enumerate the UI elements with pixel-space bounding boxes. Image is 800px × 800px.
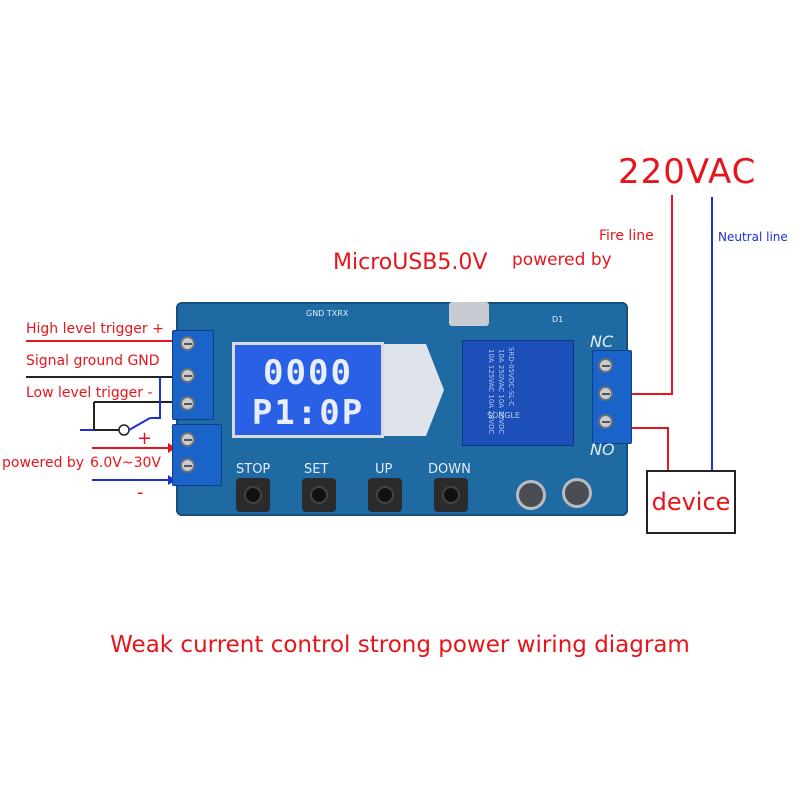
usb-power-label: MicroUSB5.0V <box>333 250 488 275</box>
device-label: device <box>651 488 731 516</box>
power-minus-sign: - <box>137 482 144 503</box>
relay: SRD-05VDC-SL-C 10A 250VAC 10A 30VDC 10A … <box>462 340 574 446</box>
capacitor <box>516 480 546 510</box>
stop-button[interactable] <box>236 478 270 512</box>
powered-by-label: powered by <box>2 455 85 471</box>
terminal-screw <box>598 358 613 373</box>
terminal-screw <box>598 414 613 429</box>
diagram-caption: Weak current control strong power wiring… <box>110 632 690 658</box>
terminal-screw <box>180 368 195 383</box>
usb-power-suffix: powered by <box>512 250 612 270</box>
neutral-line-label: Neutral line <box>718 230 788 244</box>
relay-model: SRD-05VDC-SL-C <box>507 347 515 407</box>
relay-brand: SONGLE <box>487 411 521 420</box>
signal-ground-label: Signal ground GND <box>26 353 160 369</box>
power-terminal-block <box>172 424 222 486</box>
capacitor <box>562 478 592 508</box>
fire-line-wire <box>618 195 673 395</box>
header-pins-label: GND TXRX <box>306 309 349 318</box>
terminal-screw <box>180 432 195 447</box>
no-to-device-wire <box>618 427 669 470</box>
switch-lever <box>128 417 151 431</box>
supply-voltage-label: 220VAC <box>618 152 757 192</box>
stop-button-label: STOP <box>236 462 271 477</box>
terminal-screw <box>598 386 613 401</box>
terminal-screw <box>180 458 195 473</box>
micro-usb-port <box>449 302 489 326</box>
set-button[interactable] <box>302 478 336 512</box>
switch-contact <box>118 424 130 436</box>
voltage-range-label: 6.0V~30V <box>90 455 161 471</box>
high-trigger-label: High level trigger + <box>26 321 164 337</box>
up-button[interactable] <box>368 478 402 512</box>
nc-label: NC <box>590 332 614 351</box>
switch-right-wire <box>150 377 161 419</box>
relay-rating-1: 10A 250VAC 10A 30VDC <box>497 349 505 435</box>
low-trigger-label: Low level trigger - <box>26 385 153 401</box>
lcd-line-1: 0000 <box>263 353 353 393</box>
d1-label: D1 <box>552 315 564 324</box>
device-box: device <box>646 470 736 534</box>
fire-line-label: Fire line <box>599 228 654 244</box>
terminal-screw <box>180 336 195 351</box>
no-label: NO <box>590 440 615 459</box>
up-button-label: UP <box>375 462 393 477</box>
terminal-screw <box>180 396 195 411</box>
power-plus-sign: + <box>137 428 153 449</box>
lcd-line-2: P1:0P <box>251 393 365 433</box>
lcd-display: 0000 P1:0P <box>232 342 384 438</box>
down-button-label: DOWN <box>428 462 471 477</box>
switch-left-wire <box>93 402 120 431</box>
down-button[interactable] <box>434 478 468 512</box>
set-button-label: SET <box>304 462 329 477</box>
relay-rating-2: 10A 125VAC 10A 28VDC <box>487 349 495 435</box>
